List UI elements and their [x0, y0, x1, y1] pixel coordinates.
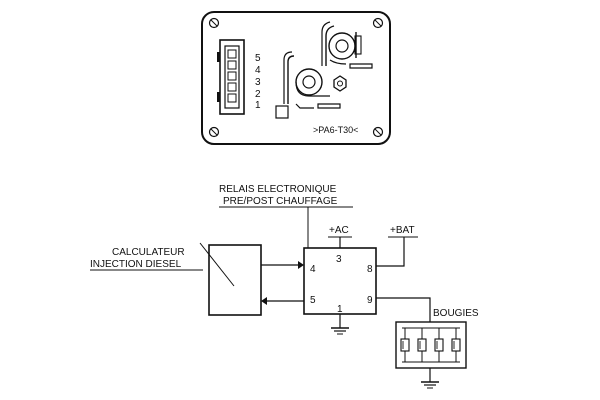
glow-plug-icon	[400, 328, 410, 362]
corner-screw-icon	[208, 17, 220, 29]
ecu-label-line1: CALCULATEUR	[112, 247, 185, 258]
relay-title-line2: PRE/POST CHAUFFAGE	[223, 196, 338, 207]
ecu-label-line2: INJECTION DIESEL	[90, 259, 182, 270]
wire-bat	[376, 237, 405, 267]
glow-plug-icon	[434, 328, 444, 362]
connector-pin-number: 3	[255, 77, 261, 88]
arrow-right-icon	[298, 261, 304, 269]
connector-pin-number: 5	[255, 53, 261, 64]
relay-pin-4: 4	[310, 264, 316, 275]
glow-plug-housing	[395, 321, 467, 369]
connector-pin-number: 4	[255, 65, 261, 76]
relay-pin-3: 3	[336, 254, 342, 265]
relay-housing-view: 5 4 3 2 1	[201, 11, 391, 145]
ecu-block	[208, 244, 262, 316]
glow-plug-bank	[395, 321, 467, 369]
connector-icon	[217, 39, 245, 115]
lower-terminal-stud-icon	[283, 51, 341, 109]
relay-pin-1: 1	[337, 304, 343, 315]
arrow-left-icon	[261, 297, 267, 305]
glow-plug-icon	[417, 328, 427, 362]
square-marker-icon	[275, 105, 289, 119]
corner-screw-icon	[372, 126, 384, 138]
relay-pin-9: 9	[367, 295, 373, 306]
relay-pin-5: 5	[310, 295, 316, 306]
ground-icon	[331, 314, 349, 335]
supply-bat-label: +BAT	[390, 225, 415, 236]
housing-marking: >PA6-T30<	[313, 125, 358, 135]
supply-ac-label: +AC	[329, 225, 349, 236]
corner-screw-icon	[208, 126, 220, 138]
upper-terminal-stud-icon	[321, 21, 373, 69]
relay-pin-8: 8	[367, 264, 373, 275]
corner-screw-icon	[372, 17, 384, 29]
relay-title-line1: RELAIS ELECTRONIQUE	[219, 184, 337, 195]
ground-icon	[421, 368, 439, 389]
wire-pin9-to-plugs	[376, 297, 431, 322]
housing-outer	[201, 11, 391, 145]
connector-pin-number: 1	[255, 100, 261, 111]
glow-plugs-label: BOUGIES	[433, 308, 479, 319]
ecu-label-leader	[199, 242, 235, 287]
glow-plug-icon	[451, 328, 461, 362]
hex-nut-icon	[333, 75, 347, 92]
connector-pin-number: 2	[255, 89, 261, 100]
